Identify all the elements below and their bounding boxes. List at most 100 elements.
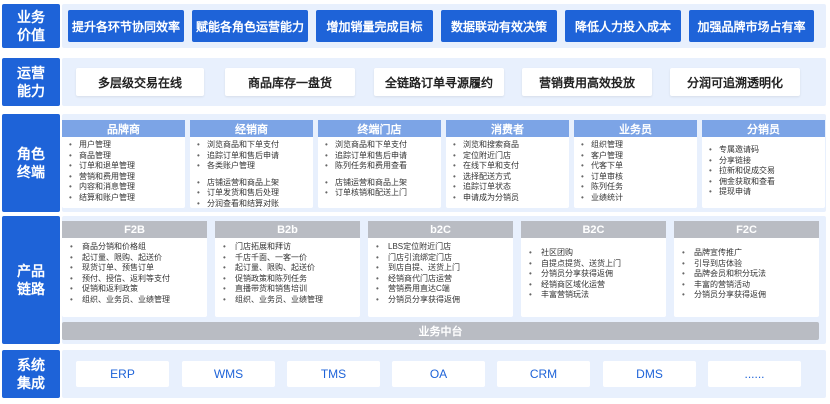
- business-middle-platform: 业务中台: [62, 322, 819, 340]
- product-item: 分销员分享获得返佣: [529, 269, 666, 280]
- role-column-brand: 品牌商 用户管理 商品管理 订单和退单管理 营销和费用管理 内容和消息管理 结算…: [62, 120, 185, 208]
- product-item: 起订量、限购、起送价: [70, 253, 207, 264]
- system-wms: WMS: [182, 361, 275, 387]
- role-item: 商品管理: [69, 151, 185, 162]
- system-oa: OA: [392, 361, 485, 387]
- system-dms: DMS: [603, 361, 696, 387]
- role-title: 终端门店: [318, 120, 441, 137]
- product-item: 预付、授信、返利等支付: [70, 274, 207, 285]
- product-item: 分销员分享获得返佣: [376, 295, 513, 306]
- value-panel: 提升各环节协同效率 赋能各角色运营能力 增加销量完成目标 数据联动有效决策 降低…: [62, 4, 826, 48]
- value-item-4: 数据联动有效决策: [441, 10, 557, 42]
- role-item: 选择配送方式: [453, 172, 569, 183]
- role-item: 陈列任务和费用查看: [325, 161, 441, 172]
- system-tms: TMS: [287, 361, 380, 387]
- value-item-6: 加强品牌市场占有率: [689, 10, 814, 42]
- product-item: 组织、业务员、业绩管理: [70, 295, 207, 306]
- row-label-system: 系统 集成: [2, 350, 60, 398]
- product-item: 丰富的营销活动: [682, 280, 819, 291]
- role-item: 店铺运营和商品上架: [325, 178, 441, 189]
- role-item: 专属邀请码: [709, 145, 825, 156]
- product-item: 组织、业务员、业绩管理: [223, 295, 360, 306]
- product-item: 社区团购: [529, 248, 666, 259]
- product-item: 丰富营销玩法: [529, 290, 666, 301]
- product-title: b2C: [368, 221, 513, 238]
- row-label-product: 产品 链路: [2, 216, 60, 344]
- role-item: 追踪订单和售后申请: [197, 151, 313, 162]
- product-item: LBS定位附近门店: [376, 242, 513, 253]
- role-column-salesperson: 业务员 组织管理 客户管理 代客下单 订单审核 陈列任务 业绩统计: [574, 120, 697, 208]
- row-label-capability: 运营 能力: [2, 58, 60, 106]
- role-title: 业务员: [574, 120, 697, 137]
- product-item: 品牌宣传推广: [682, 248, 819, 259]
- product-title: F2C: [674, 221, 819, 238]
- product-column-b2b: B2b 门店拓展和拜访 千店千面、一客一价 起订量、限购、起送价 促销政策和陈列…: [215, 221, 360, 317]
- product-item: 直播带货和销售培训: [223, 284, 360, 295]
- product-title: B2C: [521, 221, 666, 238]
- role-item: 拉新和促成交易: [709, 166, 825, 177]
- role-title: 分销员: [702, 120, 825, 137]
- role-item: 申请成为分销员: [453, 193, 569, 204]
- role-item: 营销和费用管理: [69, 172, 185, 183]
- product-item: 促销政策和陈列任务: [223, 274, 360, 285]
- product-item: 营销费用直达C端: [376, 284, 513, 295]
- product-item: 门店拓展和拜访: [223, 242, 360, 253]
- role-column-consumer: 消费者 浏览和搜索商品 定位附近门店 在线下单和支付 选择配送方式 追踪订单状态…: [446, 120, 569, 208]
- role-item: 组织管理: [581, 140, 697, 151]
- role-item: 代客下单: [581, 161, 697, 172]
- value-item-1: 提升各环节协同效率: [68, 10, 184, 42]
- product-item: 门店引流绑定门店: [376, 253, 513, 264]
- role-item: 追踪订单和售后申请: [325, 151, 441, 162]
- roles-panel: [62, 114, 826, 212]
- role-title: 品牌商: [62, 120, 185, 137]
- role-item: 客户管理: [581, 151, 697, 162]
- product-item: 分销员分享获得返佣: [682, 290, 819, 301]
- row-label-value: 业务 价值: [2, 4, 60, 48]
- capability-item-4: 营销费用高效投放: [522, 68, 652, 96]
- role-item: 店铺运营和商品上架: [197, 178, 313, 189]
- role-item: 订单发货和售后处理: [197, 188, 313, 199]
- system-crm: CRM: [497, 361, 590, 387]
- role-item: 业绩统计: [581, 193, 697, 204]
- product-column-f2c: F2C 品牌宣传推广 引导到店体验 品牌会员和积分玩法 丰富的营销活动 分销员分…: [674, 221, 819, 317]
- role-column-reseller: 分销员 专属邀请码 分享链接 拉新和促成交易 佣金获取和查看 提现申请: [702, 120, 825, 208]
- product-item: 现货订单、预售订单: [70, 263, 207, 274]
- role-item: 内容和消息管理: [69, 182, 185, 193]
- role-item: 分享链接: [709, 156, 825, 167]
- role-item: 在线下单和支付: [453, 161, 569, 172]
- capability-item-5: 分润可追溯透明化: [670, 68, 800, 96]
- product-item: 自提点提货、送货上门: [529, 259, 666, 270]
- product-item: 商品分销和价格组: [70, 242, 207, 253]
- product-item: 千店千面、一客一价: [223, 253, 360, 264]
- role-item: 订单和退单管理: [69, 161, 185, 172]
- product-item: 起订量、限购、起送价: [223, 263, 360, 274]
- role-item: 陈列任务: [581, 182, 697, 193]
- capability-item-2: 商品库存一盘货: [225, 68, 355, 96]
- value-item-3: 增加销量完成目标: [316, 10, 433, 42]
- role-item: 定位附近门店: [453, 151, 569, 162]
- role-item: 浏览商品和下单支付: [325, 140, 441, 151]
- system-erp: ERP: [76, 361, 169, 387]
- product-item: 促销和返利政策: [70, 284, 207, 295]
- product-column-b2c: B2C 社区团购 自提点提货、送货上门 分销员分享获得返佣 经销商区域化运营 丰…: [521, 221, 666, 317]
- role-item: 追踪订单状态: [453, 182, 569, 193]
- role-column-store: 终端门店 浏览商品和下单支付 追踪订单和售后申请 陈列任务和费用查看 店铺运营和…: [318, 120, 441, 208]
- role-item: 订单核销和配送上门: [325, 188, 441, 199]
- capability-item-3: 全链路订单寻源履约: [374, 68, 504, 96]
- product-item: 品牌会员和积分玩法: [682, 269, 819, 280]
- product-item: 引导到店体验: [682, 259, 819, 270]
- value-item-2: 赋能各角色运营能力: [192, 10, 308, 42]
- role-item: 各类账户管理: [197, 161, 313, 172]
- role-title: 经销商: [190, 120, 313, 137]
- product-title: B2b: [215, 221, 360, 238]
- role-item: 提现申请: [709, 187, 825, 198]
- capability-panel: 多层级交易在线 商品库存一盘货 全链路订单寻源履约 营销费用高效投放 分润可追溯…: [62, 58, 826, 106]
- value-item-5: 降低人力投入成本: [565, 10, 681, 42]
- capability-item-1: 多层级交易在线: [76, 68, 204, 96]
- product-column-b2c-lower: b2C LBS定位附近门店 门店引流绑定门店 到店自提、送货上门 经销商代门店运…: [368, 221, 513, 317]
- role-item: 浏览商品和下单支付: [197, 140, 313, 151]
- role-item: 结算和账户管理: [69, 193, 185, 204]
- product-item: 经销商区域化运营: [529, 280, 666, 291]
- role-title: 消费者: [446, 120, 569, 137]
- row-label-roles: 角色 终端: [2, 114, 60, 212]
